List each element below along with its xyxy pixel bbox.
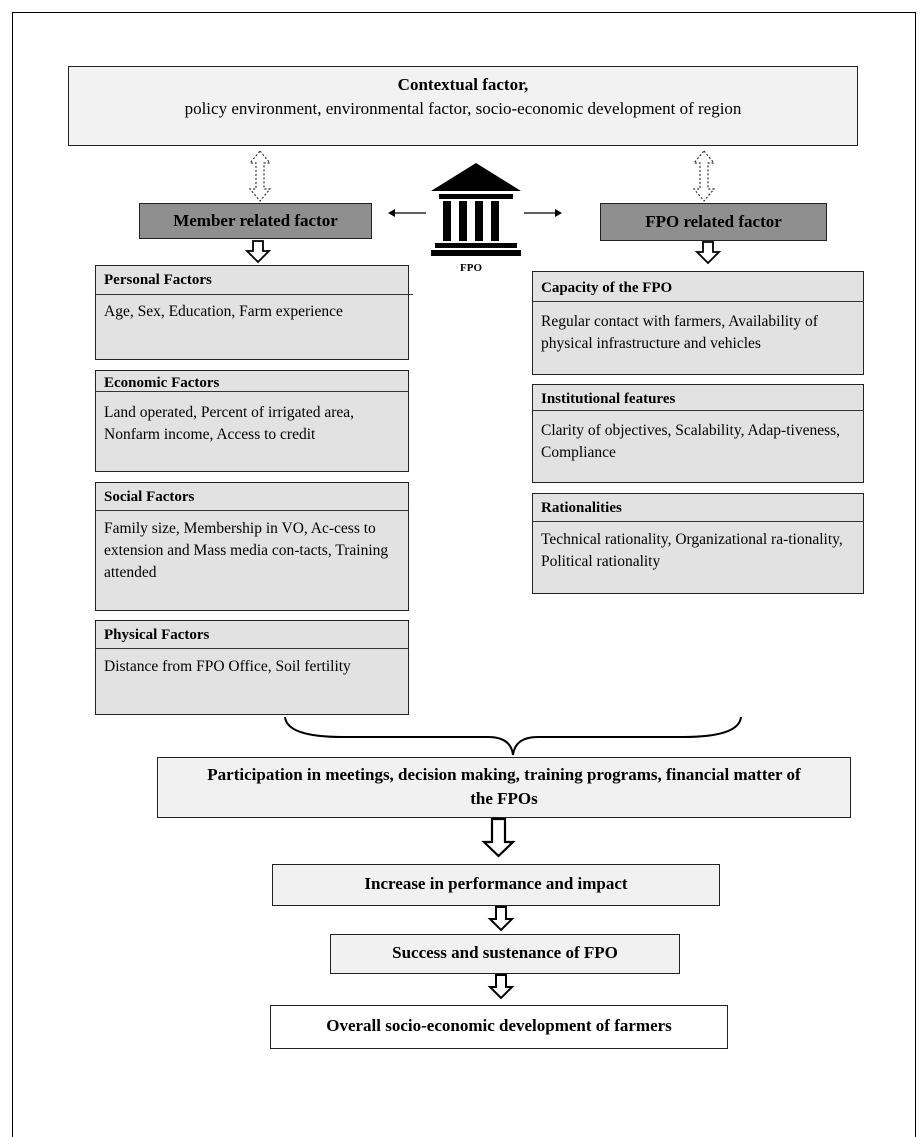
context-subtitle: policy environment, environmental factor…: [184, 99, 742, 118]
down-arrow-member-icon: [244, 240, 272, 264]
figure-frame: [12, 12, 916, 1137]
down-arrow-1-icon: [481, 817, 516, 858]
down-arrow-fpo-icon: [694, 241, 722, 265]
arrow-to-fpo-factor-icon: [524, 209, 562, 217]
fpo-icon-label: FPO: [460, 262, 482, 274]
member-factor-box: Member related factor: [139, 203, 372, 239]
social-factors-text: Family size, Membership in VO, Ac-cess t…: [104, 520, 389, 581]
social-divider: [95, 510, 409, 511]
double-arrow-right-icon: [692, 150, 716, 202]
overall-text: Overall socio-economic development of fa…: [326, 1016, 672, 1035]
arrow-to-member-icon: [388, 209, 426, 217]
rationalities-divider: [532, 521, 864, 522]
fpo-factor-label: FPO related factor: [645, 212, 782, 231]
social-factors-title: Social Factors: [104, 489, 195, 505]
personal-divider: [95, 294, 413, 295]
performance-text: Increase in performance and impact: [364, 874, 628, 893]
physical-factors-title: Physical Factors: [104, 627, 210, 643]
capacity-box: Capacity of the FPO Regular contact with…: [532, 271, 864, 375]
member-factor-label: Member related factor: [173, 211, 338, 230]
performance-box: Increase in performance and impact: [272, 864, 720, 906]
economic-factors-title: Economic Factors: [104, 375, 220, 391]
personal-factors-box: Personal Factors Age, Sex, Education, Fa…: [95, 265, 409, 360]
rationalities-title: Rationalities: [541, 500, 622, 516]
curly-brace-icon: [284, 716, 742, 756]
context-title: Contextual factor,: [397, 75, 529, 94]
personal-factors-text: Age, Sex, Education, Farm experience: [104, 303, 343, 320]
overall-box: Overall socio-economic development of fa…: [270, 1005, 728, 1049]
institutional-title: Institutional features: [541, 391, 676, 407]
institutional-text: Clarity of objectives, Scalability, Adap…: [541, 422, 841, 461]
context-box: Contextual factor, policy environment, e…: [68, 66, 858, 146]
social-factors-box: Social Factors Family size, Membership i…: [95, 482, 409, 611]
economic-divider: [95, 391, 409, 392]
success-text: Success and sustenance of FPO: [392, 943, 618, 962]
capacity-title: Capacity of the FPO: [541, 280, 673, 296]
personal-factors-title: Personal Factors: [104, 272, 212, 288]
rationalities-box: Rationalities Technical rationality, Org…: [532, 493, 864, 594]
capacity-text: Regular contact with farmers, Availabili…: [541, 313, 818, 352]
physical-factors-box: Physical Factors Distance from FPO Offic…: [95, 620, 409, 715]
double-arrow-left-icon: [248, 150, 272, 202]
economic-factors-box: Economic Factors Land operated, Percent …: [95, 370, 409, 472]
participation-text: Participation in meetings, decision maki…: [207, 765, 801, 808]
institutional-box: Institutional features Clarity of object…: [532, 384, 864, 483]
institutional-divider: [532, 410, 864, 411]
rationalities-text: Technical rationality, Organizational ra…: [541, 531, 843, 570]
capacity-divider: [532, 301, 864, 302]
physical-divider: [95, 648, 409, 649]
down-arrow-2-icon: [487, 906, 515, 932]
physical-factors-text: Distance from FPO Office, Soil fertility: [104, 658, 351, 675]
economic-factors-text: Land operated, Percent of irrigated area…: [104, 404, 355, 443]
fpo-factor-box: FPO related factor: [600, 203, 827, 241]
down-arrow-3-icon: [487, 974, 515, 1000]
institution-building-icon: [431, 163, 521, 256]
success-box: Success and sustenance of FPO: [330, 934, 680, 974]
participation-box: Participation in meetings, decision maki…: [157, 757, 851, 818]
